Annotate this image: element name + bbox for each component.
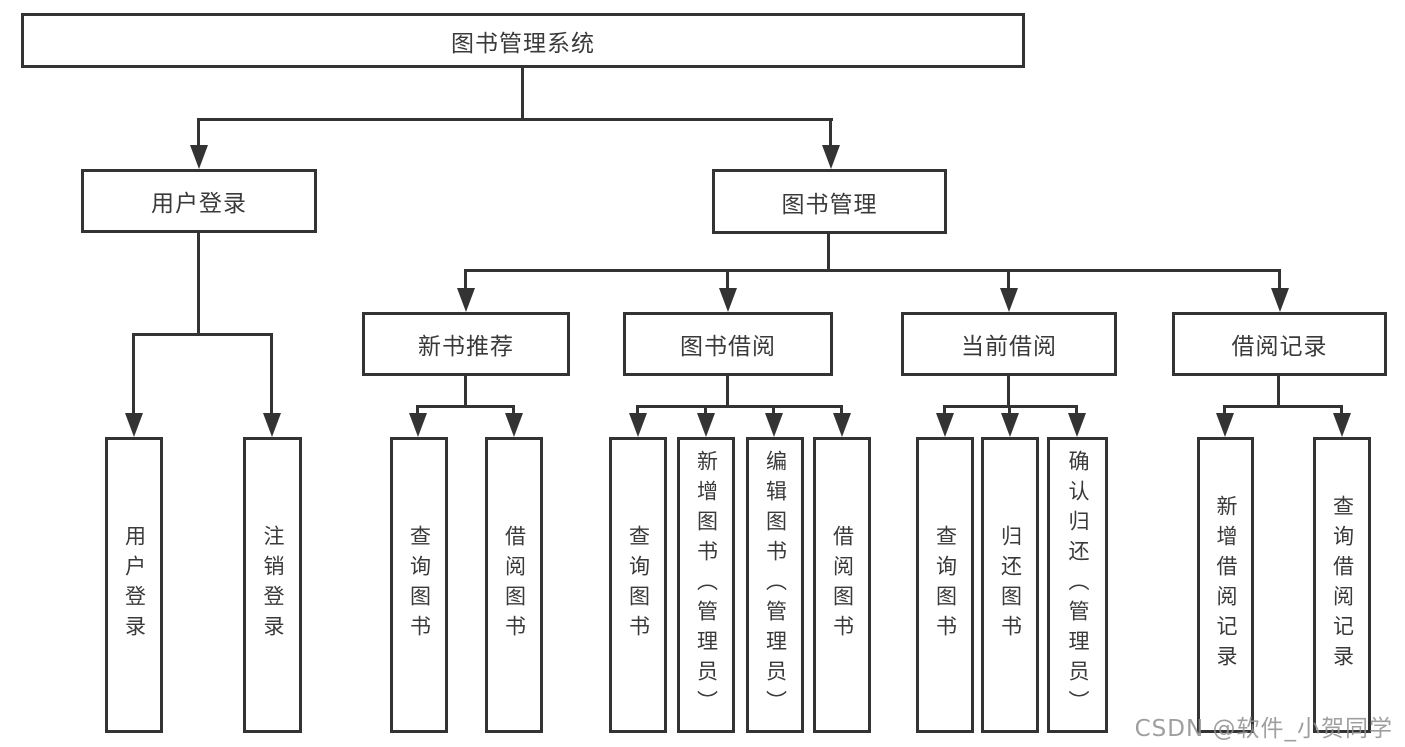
leaf-query-books-borrow-label: 查询图书 [626,525,651,645]
arrow-down-icon [457,288,475,312]
leaf-query-books-recommend-label: 查询图书 [407,525,432,645]
node-user-login-label: 用户登录 [151,191,247,217]
leaf-query-books-recommend: 查询图书 [390,437,448,733]
connector-line [1278,271,1281,288]
arrow-down-icon [1216,413,1234,437]
node-book-management-label: 图书管理 [781,191,878,218]
leaf-borrow-books-recommend: 借阅图书 [485,437,543,733]
connector-line [416,405,515,408]
node-library-system: 图书管理系统 [21,13,1025,68]
leaf-user-login: 用户登录 [105,437,163,733]
connector-line [726,376,729,407]
connector-line [1008,407,1011,413]
connector-line [1277,376,1280,407]
connector-line [416,407,419,413]
arrow-down-icon [719,288,737,312]
node-borrowing-records: 借阅记录 [1172,312,1387,376]
leaf-query-books-borrow: 查询图书 [609,437,667,733]
leaf-query-borrow-record: 查询借阅记录 [1313,437,1371,733]
leaf-return-book: 归还图书 [981,437,1039,733]
leaf-confirm-return-admin: 确认归还（管理员） [1047,437,1108,733]
arrow-down-icon [1001,413,1019,437]
leaf-logout-label: 注销登录 [261,525,285,645]
connector-line [943,405,1078,408]
node-new-book-recommend: 新书推荐 [362,312,570,376]
connector-line [704,407,707,413]
connector-line [943,407,946,413]
leaf-edit-book-admin: 编辑图书（管理员） [746,437,804,733]
arrow-down-icon [833,413,851,437]
leaf-query-books-current-label: 查询图书 [933,525,958,645]
node-library-system-label: 图书管理系统 [451,30,595,57]
connector-line [521,68,524,120]
connector-line [512,407,515,413]
arrow-down-icon [125,413,143,437]
connector-line [1075,407,1078,413]
connector-line [1340,407,1343,413]
leaf-return-book-label: 归还图书 [998,525,1023,645]
connector-line [840,407,843,413]
connector-line [772,407,775,413]
connector-line [197,233,200,335]
node-book-borrowing-label: 图书借阅 [680,334,776,360]
connector-line [726,271,729,288]
connector-line [132,333,273,336]
leaf-add-book-admin-label: 新增图书（管理员） [694,450,719,720]
node-user-login: 用户登录 [81,169,317,233]
arrow-down-icon [822,145,840,169]
leaf-borrow-books-label: 借阅图书 [830,525,855,645]
connector-line [636,405,843,408]
arrow-down-icon [505,413,523,437]
arrow-down-icon [697,413,715,437]
arrow-down-icon [936,413,954,437]
connector-line [270,335,273,413]
connector-line [132,335,135,413]
leaf-user-login-label: 用户登录 [122,525,147,645]
node-current-borrowing: 当前借阅 [901,312,1117,376]
arrow-down-icon [1000,288,1018,312]
connector-line [464,271,467,288]
leaf-query-books-current: 查询图书 [916,437,974,733]
arrow-down-icon [190,145,208,169]
node-book-borrowing: 图书借阅 [623,312,833,376]
leaf-add-borrow-record-label: 新增借阅记录 [1214,495,1238,675]
connector-line [464,376,467,407]
arrow-down-icon [629,413,647,437]
arrow-down-icon [1333,413,1351,437]
connector-line [827,234,830,271]
arrow-down-icon [409,413,427,437]
leaf-logout: 注销登录 [243,437,302,733]
arrow-down-icon [263,413,281,437]
connector-line [1007,376,1010,407]
arrow-down-icon [1271,288,1289,312]
leaf-borrow-books-recommend-label: 借阅图书 [502,525,527,645]
leaf-edit-book-admin-label: 编辑图书（管理员） [763,450,788,720]
csdn-watermark: CSDN @软件_小贺同学 [1134,716,1393,742]
connector-line [636,407,639,413]
arrow-down-icon [765,413,783,437]
connector-line [1223,405,1343,408]
leaf-confirm-return-admin-label: 确认归还（管理员） [1066,450,1090,720]
connector-line [197,120,200,146]
connector-line [1223,407,1226,413]
leaf-add-borrow-record: 新增借阅记录 [1197,437,1254,733]
leaf-borrow-books: 借阅图书 [813,437,871,733]
node-current-borrowing-label: 当前借阅 [961,334,1057,360]
connector-line [829,120,832,146]
connector-line [197,118,833,121]
node-borrowing-records-label: 借阅记录 [1231,334,1328,360]
node-book-management: 图书管理 [712,169,947,234]
arrow-down-icon [1068,413,1086,437]
leaf-add-book-admin: 新增图书（管理员） [677,437,735,733]
connector-line [464,269,1281,272]
node-new-book-recommend-label: 新书推荐 [418,334,514,360]
connector-line [1007,271,1010,288]
leaf-query-borrow-record-label: 查询借阅记录 [1330,495,1355,675]
